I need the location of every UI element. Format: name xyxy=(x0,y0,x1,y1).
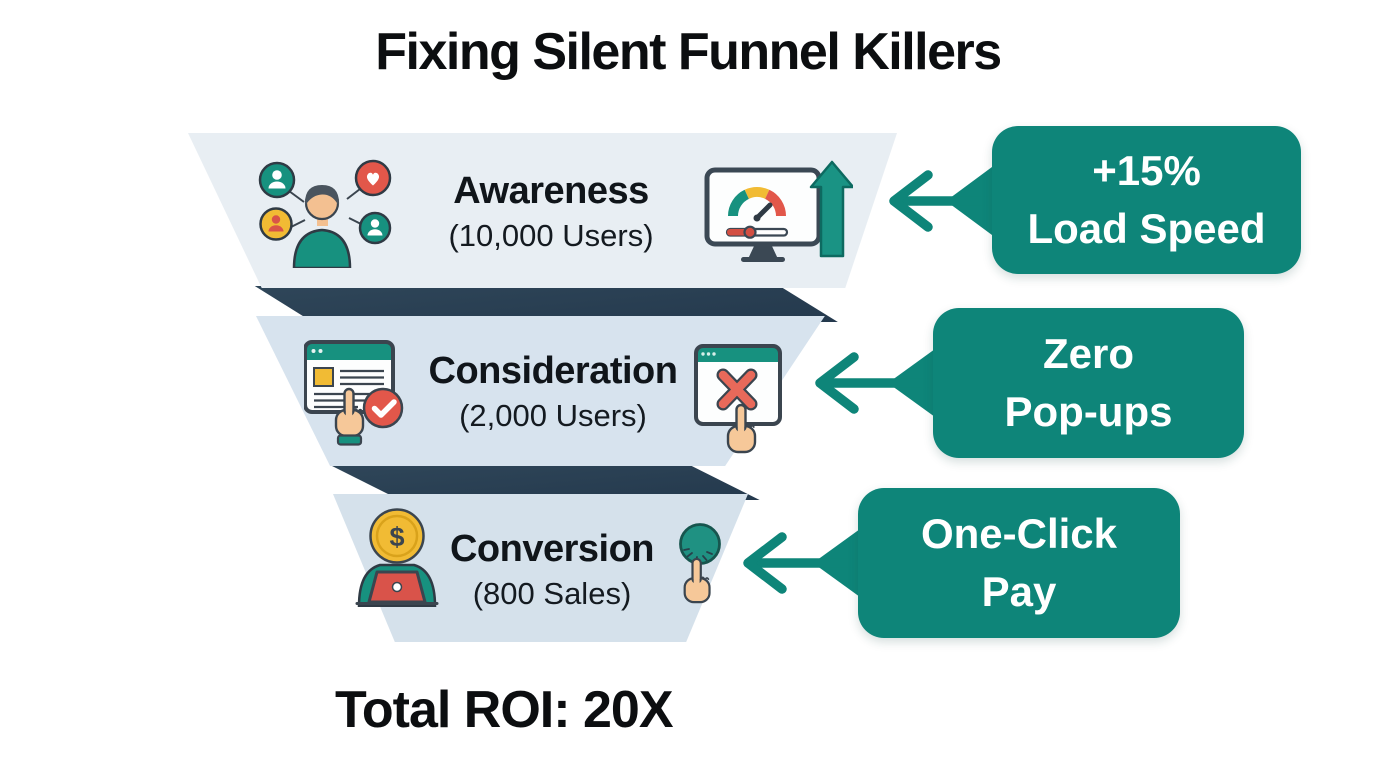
social-reach-icon xyxy=(258,159,392,268)
stage-awareness-count: (10,000 Users) xyxy=(448,218,654,253)
callout-one-click-pay-line1: One-Click xyxy=(920,510,1118,558)
stage-conversion-text: Conversion (800 Sales) xyxy=(362,528,742,612)
arrow-zero-popups xyxy=(815,349,942,417)
callout-load-speed-line1: +15% xyxy=(1092,147,1201,195)
callout-zero-popups-line1: Zero xyxy=(1042,330,1134,378)
stage-consideration-count: (2,000 Users) xyxy=(459,398,647,433)
total-roi-text: Total ROI: 20X xyxy=(335,681,674,739)
callout-load-speed: +15% Load Speed xyxy=(992,126,1301,274)
stage-consideration-label: Consideration xyxy=(428,350,678,392)
callout-zero-popups-line2: Pop-ups xyxy=(1004,388,1173,435)
form-check-icon xyxy=(304,340,404,446)
page-title: Fixing Silent Funnel Killers xyxy=(375,23,1002,81)
one-click-pay-icon xyxy=(679,523,721,604)
stage-awareness-label: Awareness xyxy=(453,170,649,212)
callout-zero-popups: Zero Pop-ups xyxy=(933,308,1244,458)
stage-awareness-text: Awareness (10,000 Users) xyxy=(361,170,741,254)
dollar-sign: $ xyxy=(389,522,404,552)
stage-consideration-text: Consideration (2,000 Users) xyxy=(363,350,743,434)
popup-blocked-icon xyxy=(694,344,782,454)
arrow-load-speed xyxy=(889,167,999,235)
stage-conversion-count: (800 Sales) xyxy=(472,576,632,611)
money-user-icon: $ xyxy=(355,508,439,607)
callout-one-click-pay-line2: Pay xyxy=(981,568,1057,615)
callout-one-click-pay: One-Click Pay xyxy=(858,488,1180,638)
stage-conversion-label: Conversion xyxy=(449,528,655,570)
speed-monitor-icon xyxy=(704,160,853,262)
callout-load-speed-line2: Load Speed xyxy=(1027,205,1266,252)
arrow-one-click-pay xyxy=(743,529,867,597)
